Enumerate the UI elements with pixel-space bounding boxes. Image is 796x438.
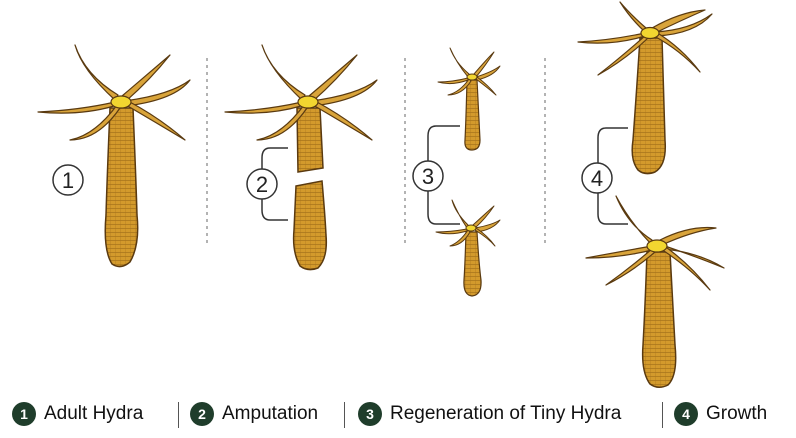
legend-badge: 1 xyxy=(12,402,36,426)
svg-text:4: 4 xyxy=(591,166,603,191)
legend: 1 Adult Hydra 2 Amputation 3 Regeneratio… xyxy=(0,396,796,432)
legend-label: Growth xyxy=(706,403,768,424)
legend-badge: 3 xyxy=(358,402,382,426)
svg-text:2: 2 xyxy=(256,172,268,197)
legend-separator xyxy=(178,402,179,428)
adult-hydra xyxy=(37,44,191,268)
legend-label: Amputation xyxy=(222,403,319,424)
growing-hydra-bottom xyxy=(585,195,725,388)
legend-badge: 2 xyxy=(190,402,214,426)
legend-item-regeneration: 3 Regeneration of Tiny Hydra xyxy=(358,402,621,426)
growing-hydra-top xyxy=(577,1,713,175)
svg-text:1: 1 xyxy=(62,168,74,193)
svg-text:3: 3 xyxy=(422,164,434,189)
step-marker-1: 1 xyxy=(52,164,84,196)
step-marker-4: 4 xyxy=(581,162,613,194)
legend-label: Regeneration of Tiny Hydra xyxy=(390,403,622,424)
legend-badge: 4 xyxy=(674,402,698,426)
regenerating-hydra-bottom xyxy=(435,199,501,297)
legend-item-growth: 4 Growth xyxy=(674,402,767,426)
legend-item-amputation: 2 Amputation xyxy=(190,402,318,426)
legend-separator xyxy=(662,402,663,428)
amputated-hydra xyxy=(224,44,378,271)
step-marker-3: 3 xyxy=(412,160,444,192)
regenerating-hydra-top xyxy=(437,47,501,151)
legend-label: Adult Hydra xyxy=(44,403,144,424)
legend-item-adult-hydra: 1 Adult Hydra xyxy=(12,402,143,426)
step-marker-2: 2 xyxy=(246,168,278,200)
legend-separator xyxy=(344,402,345,428)
